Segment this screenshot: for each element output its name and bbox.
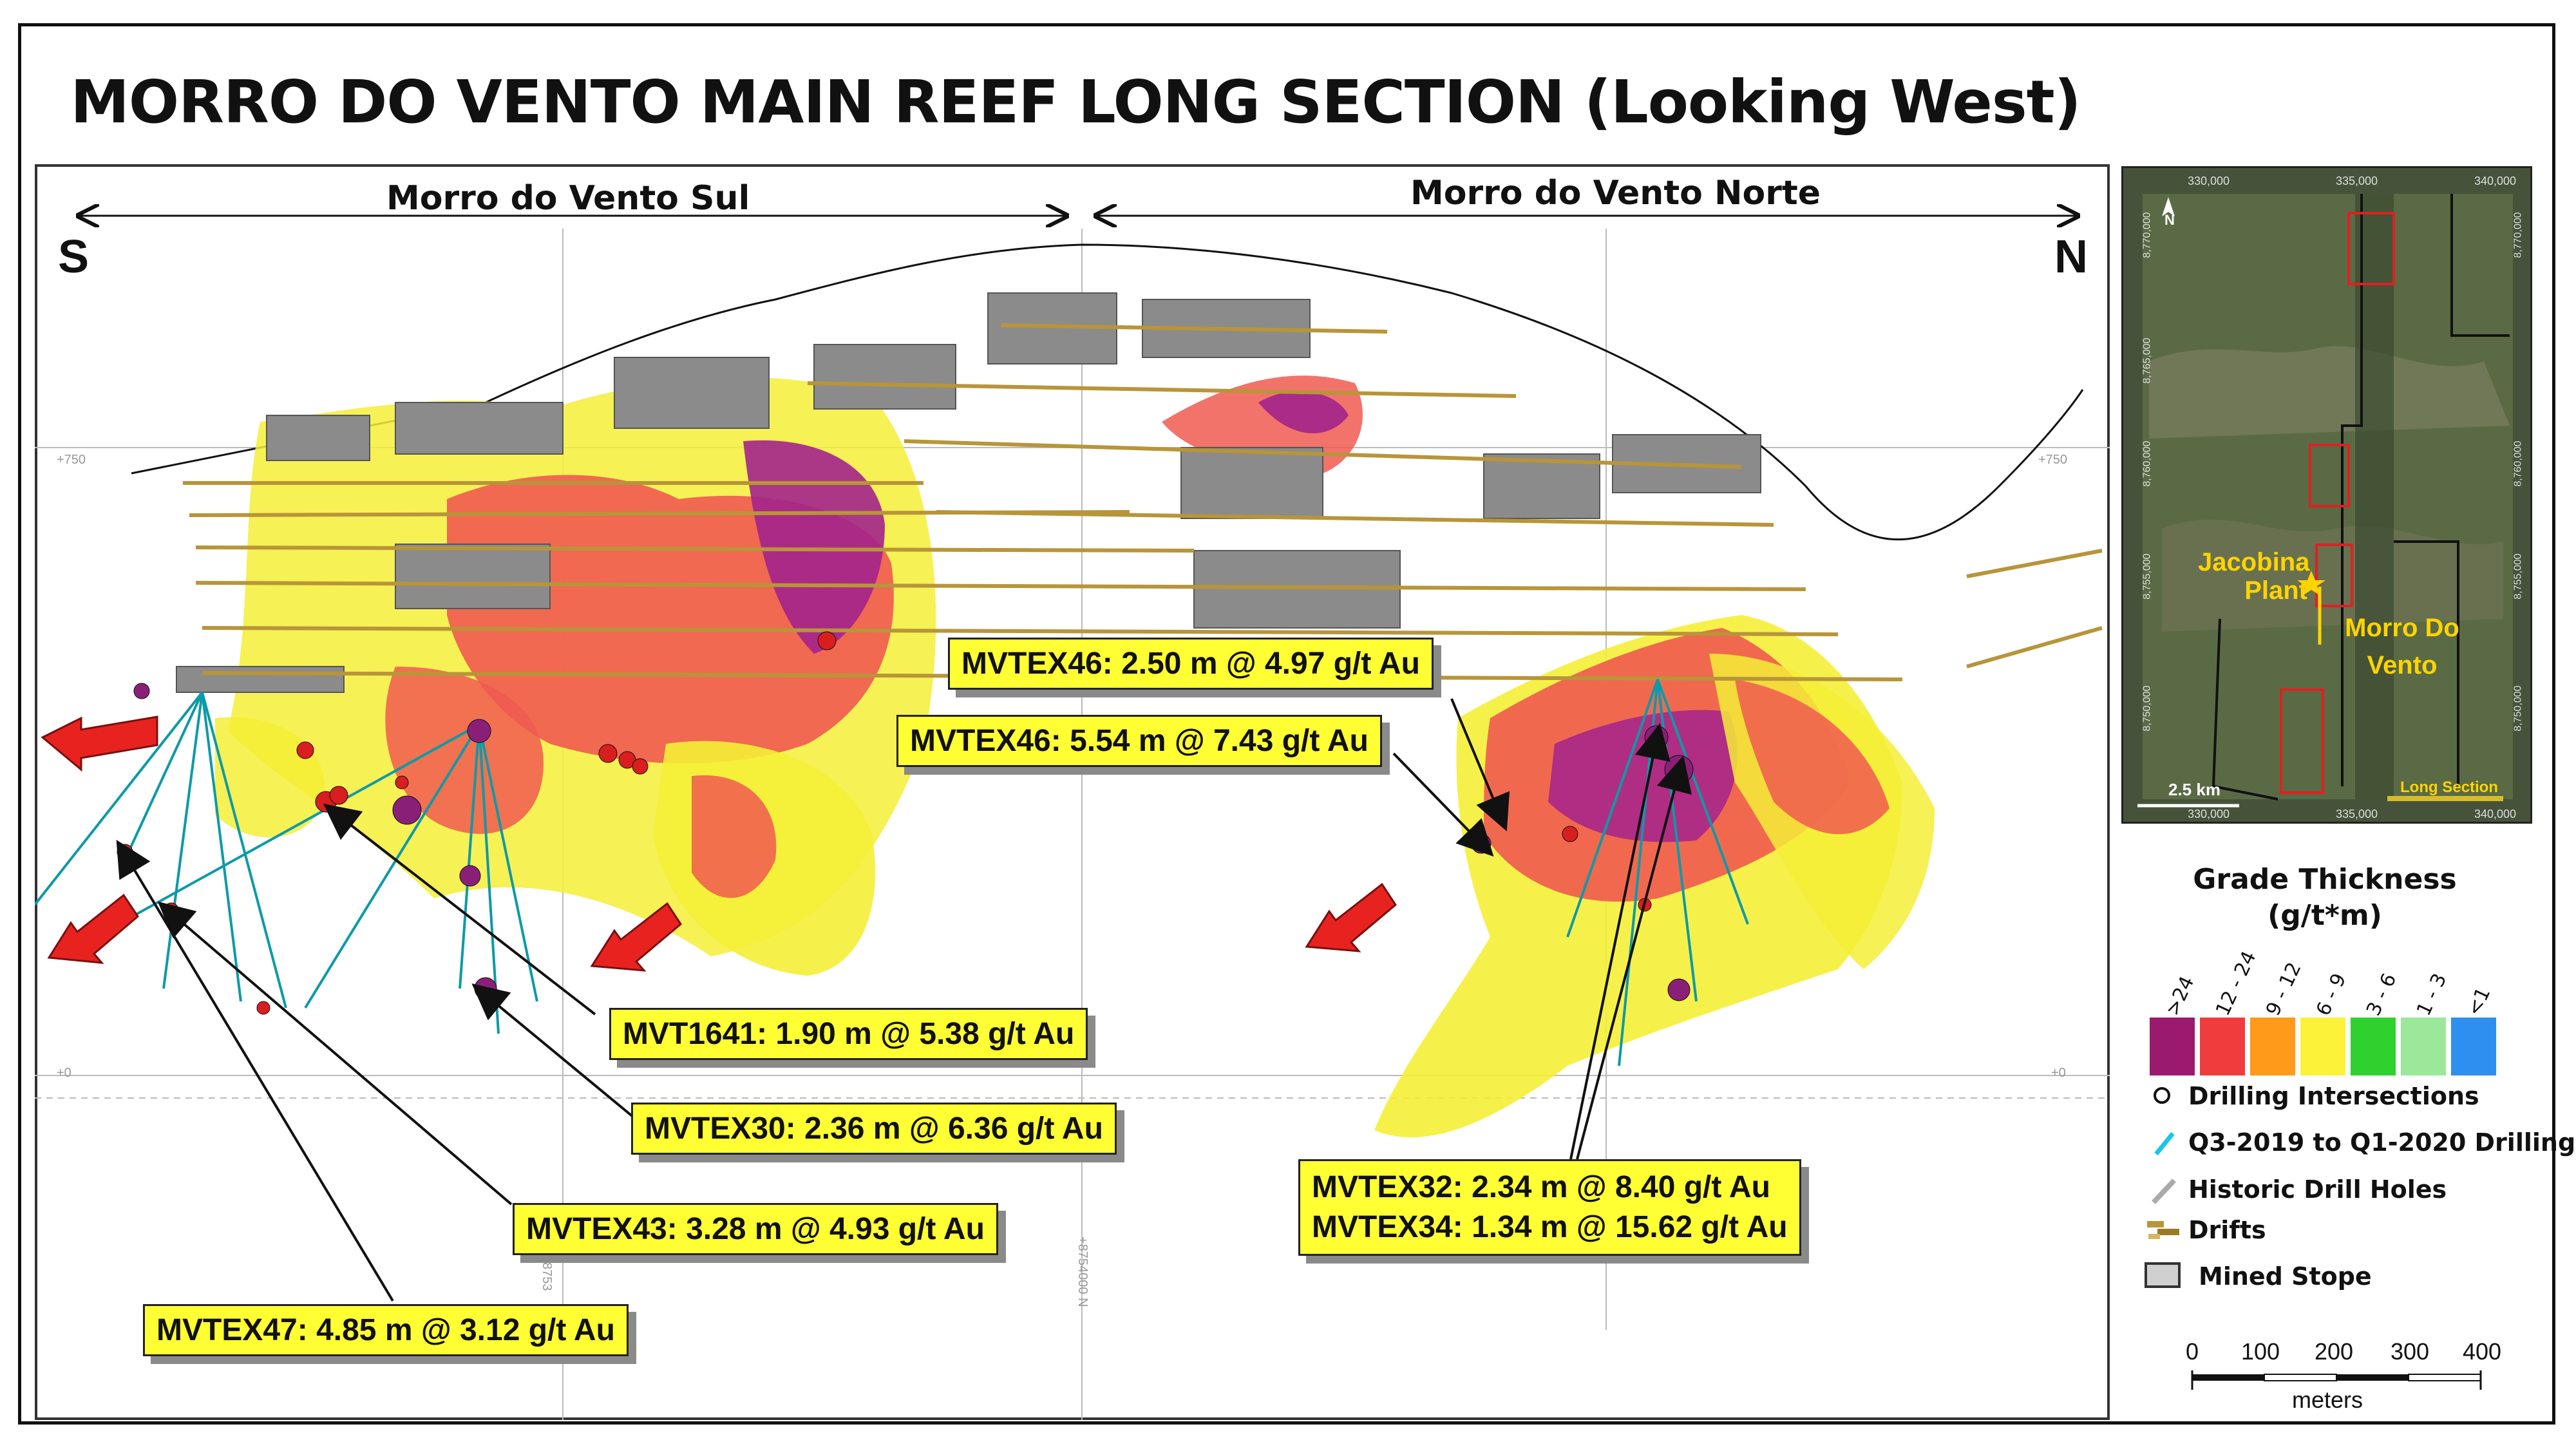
map-long-section-label: Long Section (2400, 779, 2498, 796)
outer-frame (18, 23, 2555, 1425)
scale-tick-400: 400 (2463, 1338, 2502, 1365)
new-drilling-icon (2154, 1132, 2175, 1156)
north-label: N (2054, 231, 2088, 283)
map-plant-label-line1: Jacobina (2198, 548, 2310, 576)
legend-swatch-2 (2250, 1018, 2295, 1075)
grid-label-easting-2: +8754000 N (1075, 1236, 1090, 1307)
annotation-mvtex46-b: MVTEX46: 5.54 m @ 7.43 g/t Au (896, 715, 1382, 767)
scale-unit: meters (2292, 1387, 2363, 1413)
annotation-mvtex46-a: MVTEX46: 2.50 m @ 4.97 g/t Au (948, 638, 1434, 690)
page-title: MORRO DO VENTO MAIN REEF LONG SECTION (L… (70, 68, 2081, 137)
elev-top-right: +750 (2038, 453, 2068, 467)
location-map: 330,000 335,000 340,000 330,000 335,000 … (2121, 166, 2532, 824)
legend-swatch-6 (2451, 1018, 2496, 1075)
grid-label-easting-1: 8753 (540, 1262, 554, 1291)
map-x-tick-bottom-1: 330,000 (2188, 808, 2230, 820)
south-label: S (58, 231, 90, 283)
map-y-tick-5: 8,750,000 (2141, 685, 2153, 732)
leader-arrows (116, 698, 1692, 1302)
annotation-mvtex32-34: MVTEX32: 2.34 m @ 8.40 g/t Au MVTEX34: 1… (1298, 1159, 1801, 1256)
section-norte-label: Morro do Vento Norte (1410, 174, 1821, 213)
legend-title-2: (g/t*m) (2268, 899, 2382, 932)
map-mdv-label-line2: Vento (2367, 651, 2438, 679)
annotation-mvtex34: MVTEX34: 1.34 m @ 15.62 g/t Au (1312, 1210, 1788, 1244)
legend-swatch-0 (2150, 1018, 2195, 1075)
legend-item-stope: Mined Stope (2199, 1262, 2372, 1291)
map-plant-label: Jacobina Plant (2198, 548, 2310, 605)
map-x-tick-bottom-3: 340,000 (2474, 808, 2517, 820)
topography-line (131, 243, 2084, 540)
map-y-tick-3: 8,760,000 (2141, 440, 2153, 487)
map-x-tick-2: 335,000 (2336, 175, 2378, 187)
annotation-mvt1641: MVT1641: 1.90 m @ 5.38 g/t Au (609, 1008, 1088, 1060)
long-section-drawing (35, 164, 2110, 1420)
legend-swatch-3 (2300, 1018, 2345, 1075)
legend-class-label-6: <1 (2463, 983, 2496, 1019)
scale-bar (2191, 1370, 2482, 1390)
legend-item-new-drilling: Q3-2019 to Q1-2020 Drilling (2188, 1128, 2576, 1157)
location-map-drawing (2123, 168, 2530, 822)
legend-class-label-4: 3 - 6 (2362, 970, 2401, 1019)
legend-class-label-1: 12 - 24 (2211, 947, 2261, 1019)
map-x-tick-1: 330,000 (2188, 175, 2230, 187)
drifts-icon (2147, 1221, 2179, 1239)
map-y-tick-right-3: 8,760,000 (2512, 440, 2524, 487)
map-y-tick-right-1: 8,770,000 (2512, 212, 2524, 258)
legend-swatch-4 (2351, 1018, 2396, 1075)
map-x-tick-3: 340,000 (2474, 175, 2517, 187)
map-plant-label-line2: Plant (2244, 576, 2307, 605)
scale-tick-0: 0 (2186, 1338, 2199, 1365)
legend-class-label-2: 9 - 12 (2262, 958, 2306, 1019)
legend-item-drifts: Drifts (2188, 1216, 2266, 1244)
map-y-tick-2: 8,765,000 (2141, 337, 2153, 384)
legend-class-label-5: 1 - 3 (2412, 970, 2452, 1019)
map-y-tick-4: 8,755,000 (2141, 553, 2153, 600)
map-mdv-label-line1: Morro Do (2345, 614, 2459, 642)
drilling-intersection-icon (2154, 1087, 2170, 1104)
legend-swatch-5 (2401, 1018, 2446, 1075)
drill-holes (35, 679, 1749, 1066)
scale-tick-100: 100 (2241, 1338, 2280, 1365)
scale-tick-300: 300 (2391, 1338, 2430, 1365)
legend-class-label-3: 6 - 9 (2312, 970, 2351, 1019)
scale-tick-200: 200 (2315, 1338, 2354, 1365)
legend-title-1: Grade Thickness (2193, 863, 2457, 896)
map-y-tick-1: 8,770,000 (2141, 212, 2153, 258)
map-y-tick-right-4: 8,755,000 (2512, 553, 2524, 600)
annotation-mvtex30: MVTEX30: 2.36 m @ 6.36 g/t Au (631, 1103, 1117, 1155)
red-direction-arrows (41, 715, 1397, 972)
legend-swatch-1 (2200, 1018, 2245, 1075)
legend-item-historic: Historic Drill Holes (2188, 1175, 2447, 1204)
elev-bottom-left: +0 (57, 1066, 71, 1080)
elev-bottom-right: +0 (2051, 1066, 2066, 1080)
legend-class-label-0: >24 (2161, 972, 2199, 1019)
section-sul-label: Morro do Vento Sul (386, 179, 750, 218)
drifts (183, 323, 2103, 681)
map-x-tick-bottom-2: 335,000 (2336, 808, 2378, 820)
annotation-mvtex47: MVTEX47: 4.85 m @ 3.12 g/t Au (143, 1304, 629, 1356)
legend-item-intersections: Drilling Intersections (2188, 1082, 2479, 1110)
map-mdv-label: Morro Do Vento (2328, 609, 2476, 684)
map-scale-label: 2.5 km (2168, 780, 2221, 799)
map-north-label: N (2164, 212, 2175, 228)
annotation-mvtex43: MVTEX43: 3.28 m @ 4.93 g/t Au (513, 1203, 998, 1255)
historic-drill-icon (2152, 1179, 2176, 1204)
mined-stope-icon (2145, 1262, 2181, 1288)
annotation-mvtex32: MVTEX32: 2.34 m @ 8.40 g/t Au (1312, 1170, 1770, 1204)
elev-top-left: +750 (57, 453, 86, 467)
map-y-tick-right-5: 8,750,000 (2512, 685, 2524, 732)
